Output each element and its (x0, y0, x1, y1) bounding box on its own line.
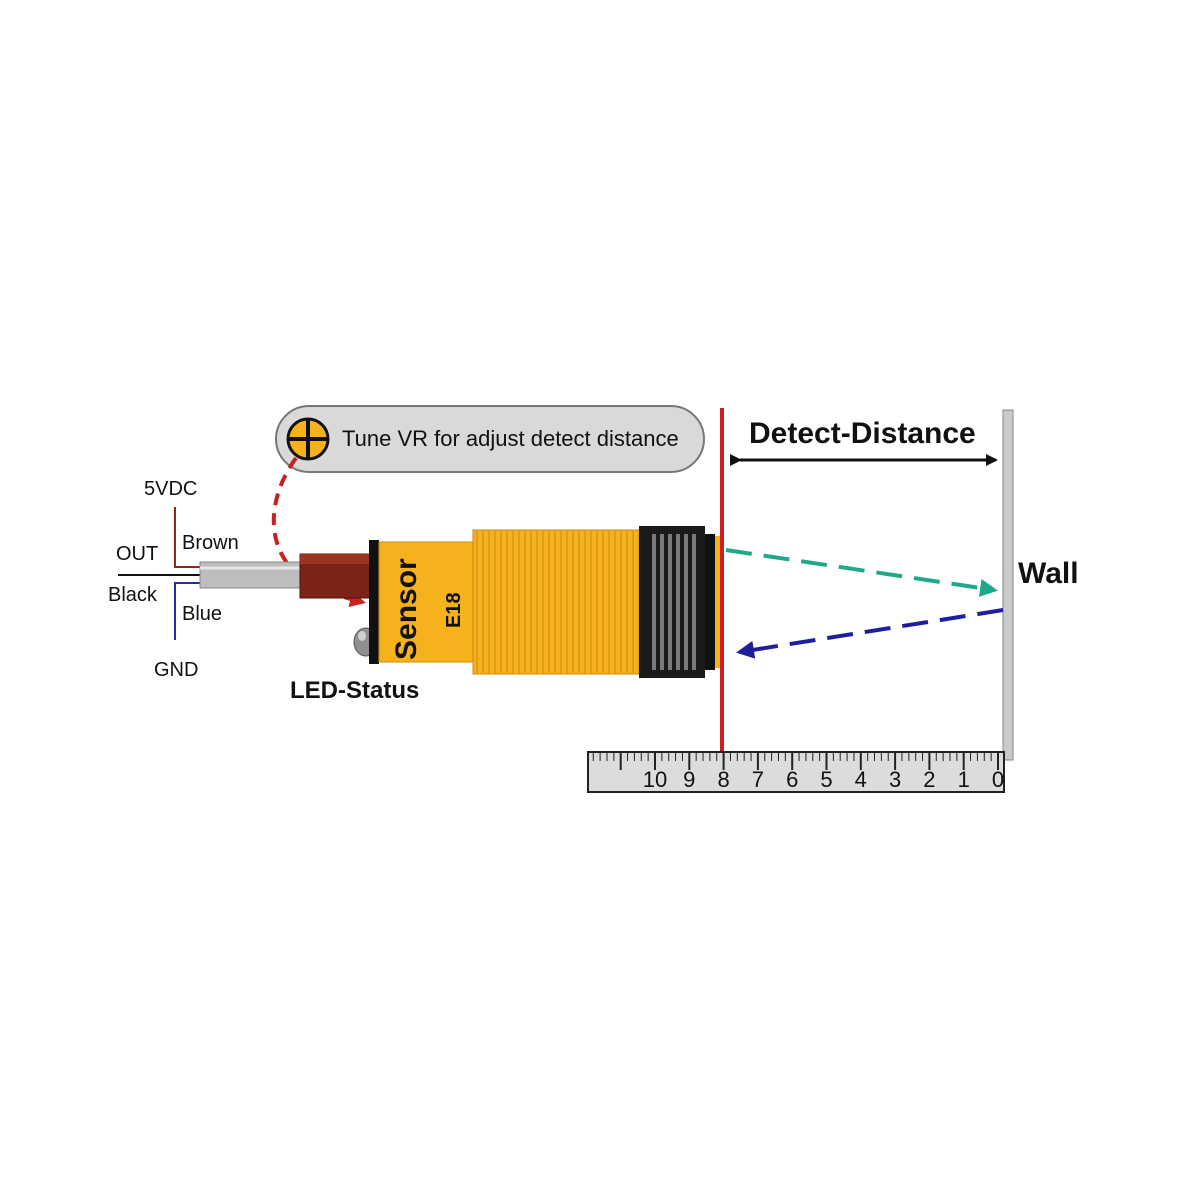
ruler-tick-label: 1 (958, 767, 970, 792)
emitted-beam (725, 548, 998, 597)
nut-stripe (668, 534, 672, 670)
ruler-tick-label: 7 (752, 767, 764, 792)
sensor-body (369, 526, 723, 678)
thread-lines (476, 531, 634, 673)
label-black: Black (108, 584, 158, 606)
wall-label: Wall (1018, 557, 1079, 590)
label-5vdc: 5VDC (144, 478, 197, 500)
sensor-thread (472, 529, 640, 675)
label-blue: Blue (182, 603, 222, 625)
callout-bubble: Tune VR for adjust detect distance (275, 405, 705, 473)
ruler-tick-label: 9 (683, 767, 695, 792)
nut-stripe (660, 534, 664, 670)
sensor-cable (199, 561, 305, 589)
sensor-name: Sensor (390, 558, 423, 660)
nut-stripe (652, 534, 656, 670)
ruler-tick-label: 2 (923, 767, 935, 792)
ruler-tick-label: 3 (889, 767, 901, 792)
sensor-model: E18 (443, 592, 465, 628)
nut-stripe (676, 534, 680, 670)
ruler-tick-label: 8 (717, 767, 729, 792)
ruler-tick-label: 10 (643, 767, 667, 792)
ruler-tick-label: 5 (820, 767, 832, 792)
ruler-tick-label: 6 (786, 767, 798, 792)
blue-wire (174, 582, 205, 640)
nut-stripe (692, 534, 696, 670)
ruler-tick-label: 0 (992, 767, 1004, 792)
brown-wire (174, 507, 205, 568)
wire-labels: 5VDC Brown OUT Black Blue GND (108, 478, 239, 681)
label-led-status: LED-Status (290, 677, 419, 704)
callout-text: Tune VR for adjust detect distance (342, 426, 679, 451)
nut-stripe (684, 534, 688, 670)
sensor-lens (715, 536, 723, 668)
wires (118, 507, 305, 640)
detect-distance-label: Detect-Distance (749, 417, 976, 450)
label-out: OUT (116, 543, 158, 565)
nut-stripes (652, 534, 696, 670)
wall (1002, 409, 1014, 761)
reflected-beam (736, 608, 1004, 659)
ruler-ticks (592, 753, 999, 770)
ruler-tick-label: 4 (855, 767, 867, 792)
potentiometer-icon (286, 417, 330, 461)
label-gnd: GND (154, 659, 198, 681)
label-brown: Brown (182, 532, 239, 554)
